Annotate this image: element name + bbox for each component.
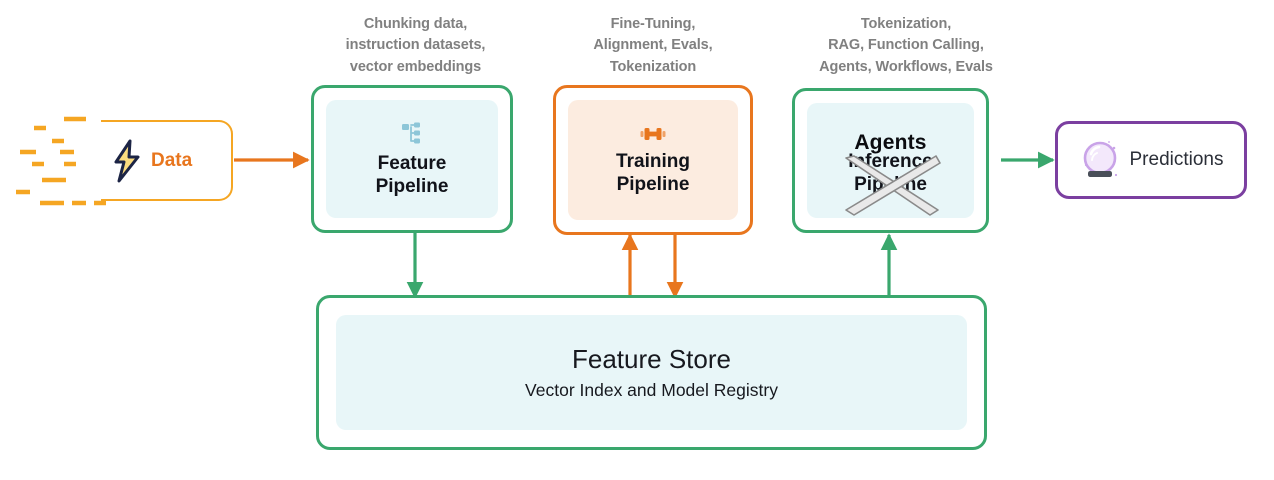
feature-store-title: Feature Store bbox=[572, 343, 731, 374]
feature-pipeline-title: Feature Pipeline bbox=[375, 153, 449, 197]
dumbbell-icon bbox=[638, 124, 668, 144]
feature-store-panel: Feature Store Vector Index and Model Reg… bbox=[336, 315, 967, 430]
data-source-node[interactable]: Data bbox=[101, 120, 233, 201]
agents-annotation-label: Agents bbox=[854, 131, 927, 154]
caption-inference-pipeline: Tokenization, RAG, Function Calling, Age… bbox=[819, 16, 993, 75]
predictions-label: Predictions bbox=[1129, 149, 1224, 170]
hierarchy-tree-icon bbox=[399, 120, 425, 146]
caption-training-pipeline: Fine-Tuning, Alignment, Evals, Tokenizat… bbox=[593, 16, 713, 75]
node-predictions[interactable]: Predictions bbox=[1055, 121, 1247, 199]
training-pipeline-panel: Training Pipeline bbox=[568, 100, 738, 220]
inference-pipeline-panel: Agents Inference Pipeline bbox=[807, 103, 974, 218]
feature-pipeline-panel: Feature Pipeline bbox=[326, 100, 498, 218]
training-pipeline-title: Training Pipeline bbox=[616, 151, 690, 195]
data-source-label: Data bbox=[151, 149, 193, 171]
node-inference-pipeline[interactable]: Agents Inference Pipeline bbox=[792, 88, 989, 233]
lightning-bolt-icon bbox=[107, 138, 147, 184]
node-training-pipeline[interactable]: Training Pipeline bbox=[553, 85, 753, 235]
node-feature-pipeline[interactable]: Feature Pipeline bbox=[311, 85, 513, 233]
crystal-ball-icon bbox=[1079, 138, 1121, 182]
feature-store-subtitle: Vector Index and Model Registry bbox=[525, 380, 778, 401]
node-feature-store[interactable]: Feature Store Vector Index and Model Reg… bbox=[316, 295, 987, 450]
caption-feature-pipeline: Chunking data, instruction datasets, vec… bbox=[345, 16, 486, 75]
motion-trail-icon bbox=[16, 116, 106, 206]
inference-pipeline-title: Inference Pipeline bbox=[848, 151, 933, 195]
